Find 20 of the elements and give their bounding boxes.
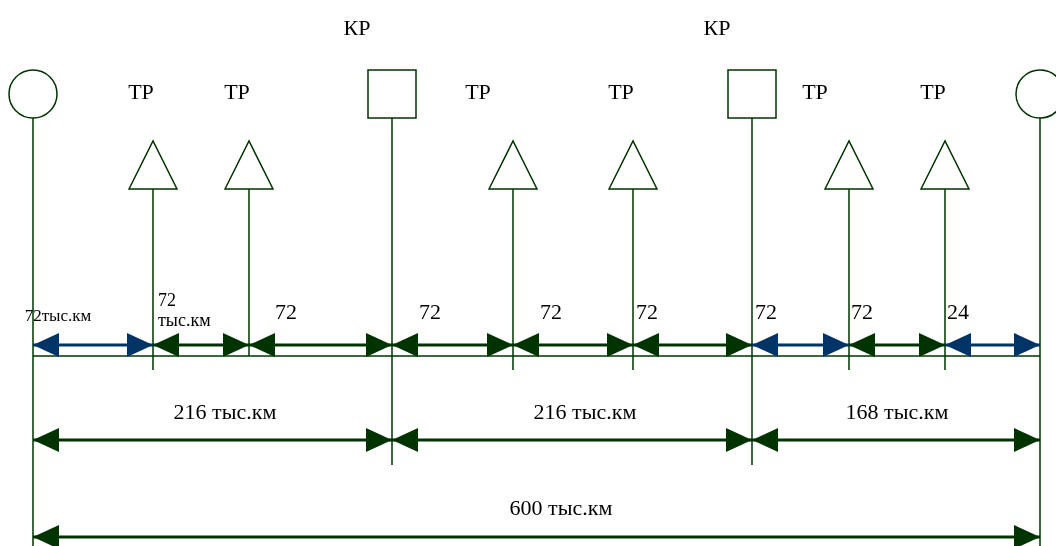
- repair-label: ТР: [224, 80, 250, 104]
- dimension-label: 72: [419, 300, 441, 324]
- dimension-label: 72 тыс.км: [158, 290, 212, 330]
- repair-label: КР: [703, 16, 731, 40]
- repair-label: ТР: [802, 80, 828, 104]
- repair-label: КР: [343, 16, 371, 40]
- dimension-label: 72: [540, 300, 562, 324]
- repair-label: ТР: [128, 80, 154, 104]
- dimension-label: 216 тыс.км: [533, 400, 637, 424]
- repair-label: ТР: [920, 80, 946, 104]
- repair-label: ТР: [465, 80, 491, 104]
- dimension-label: 72: [275, 300, 297, 324]
- dimension-label: 216 тыс.км: [173, 400, 277, 424]
- dimension-label: 72: [851, 300, 873, 324]
- repair-label: ТР: [608, 80, 634, 104]
- dimension-label: 168 тыс.км: [845, 400, 949, 424]
- dimension-label: 72: [755, 300, 777, 324]
- dimension-label: 24: [947, 300, 969, 324]
- dimension-label: 72: [636, 300, 658, 324]
- dimension-label: 600 тыс.км: [509, 496, 613, 520]
